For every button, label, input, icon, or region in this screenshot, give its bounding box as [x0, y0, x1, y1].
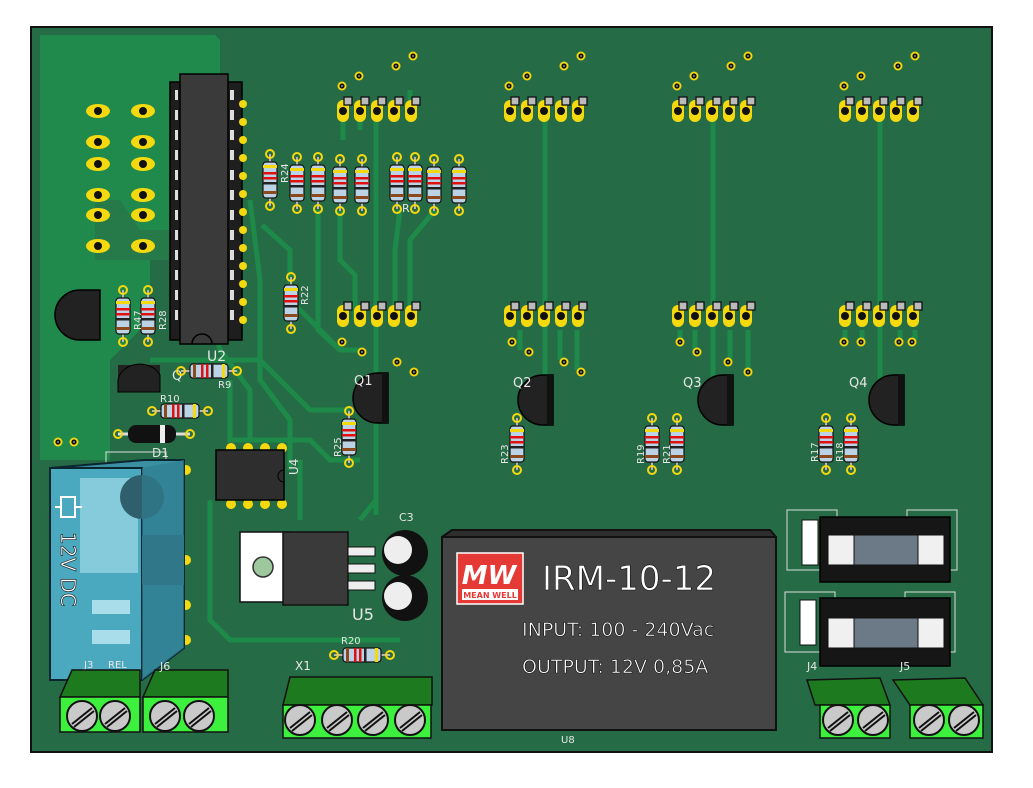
psu-model: IRM-10-12 — [542, 559, 716, 599]
label-j4: J4 — [806, 660, 817, 673]
terminal-j5 — [891, 677, 985, 739]
label-u4: U4 — [287, 459, 301, 475]
label-r-cluster: R — [402, 202, 410, 215]
label-r24: R24 — [280, 163, 291, 183]
u5-regulator — [239, 531, 376, 606]
label-j5: J5 — [899, 660, 910, 673]
label-r28: R28 — [158, 310, 169, 330]
c3-capacitor — [382, 530, 428, 621]
label-c3: C3 — [399, 511, 414, 524]
terminal-x1 — [282, 676, 433, 739]
relay — [49, 451, 191, 681]
power-module: MW MEAN WELL — [441, 529, 777, 731]
psu-output-rating: OUTPUT: 12V 0,85A — [522, 656, 708, 678]
label-q4: Q4 — [849, 376, 868, 391]
terminal-j4 — [805, 677, 892, 739]
label-u8: U8 — [561, 735, 575, 746]
label-q2: Q2 — [513, 376, 532, 391]
label-r22: R22 — [300, 285, 311, 305]
label-q1: Q1 — [354, 374, 373, 389]
label-r25: R25 — [333, 437, 344, 457]
u4-ic — [215, 443, 287, 509]
label-r9: R9 — [218, 380, 231, 391]
label-r21: R21 — [662, 444, 673, 464]
label-r17: R17 — [810, 442, 821, 462]
label-r20: R20 — [341, 636, 361, 647]
label-r19: R19 — [636, 444, 647, 464]
logo-brand-name: MEAN WELL — [463, 591, 517, 600]
terminal-j3 — [58, 669, 141, 733]
label-d1: D1 — [152, 446, 169, 460]
d1-diode — [113, 425, 195, 443]
q-left-transistor — [54, 289, 161, 393]
label-q5: Q — [172, 369, 182, 384]
u2-ic — [169, 73, 247, 345]
label-r18: R18 — [835, 442, 846, 462]
label-r10: R10 — [160, 394, 180, 405]
label-j6: J6 — [159, 660, 170, 673]
label-u2: U2 — [207, 349, 226, 365]
fuse-holders — [784, 509, 958, 667]
label-j3: J3 — [83, 660, 93, 671]
label-q3: Q3 — [683, 376, 702, 391]
logo-mark: MW — [462, 561, 518, 591]
terminal-j6 — [141, 669, 229, 733]
label-x1: X1 — [295, 659, 311, 673]
label-r23: R23 — [500, 444, 511, 464]
relay-marking: 12V DC — [56, 532, 80, 607]
label-rel: REL — [108, 660, 127, 671]
psu-input-rating: INPUT: 100 - 240Vac — [522, 619, 714, 641]
label-r47: R47 — [133, 310, 144, 330]
label-u5: U5 — [352, 605, 374, 624]
